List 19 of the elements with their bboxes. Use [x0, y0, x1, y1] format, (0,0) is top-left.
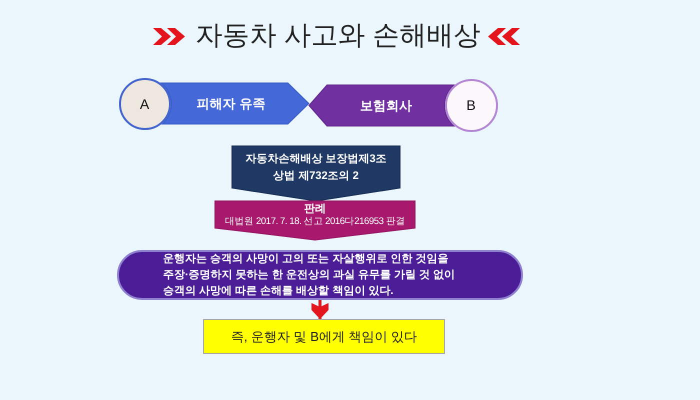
body-text: 대법원 2017. 7. 18. 선고 2016다216953 판결	[225, 216, 405, 228]
letter-label: B	[466, 97, 476, 113]
pointed-banner	[215, 201, 415, 240]
arrow-banner	[161, 83, 309, 124]
circle-node	[119, 78, 171, 130]
circle-node	[445, 79, 498, 132]
heading-text: 판례	[304, 202, 326, 216]
label-text: 즉, 운행자 및 B에게 책임이 있다	[230, 328, 418, 344]
rounded-panel	[117, 250, 523, 300]
label-text: 상법 제732조의 2	[273, 169, 359, 184]
letter-label: A	[140, 96, 150, 112]
pointed-banner	[232, 146, 400, 201]
arrow-banner	[309, 85, 454, 126]
statement-text: 운행자는 승객의 사망이 고의 또는 자살행위로 인한 것임을 주장·증명하지 못하는 한 운전상의 과실 유무를 가릴 것 없이 승객의 사망에 따른 손해를 배상할 책임이 있다.	[163, 252, 456, 299]
label-text: 보험회사	[360, 98, 412, 114]
title: 자동차 사고와 손해배상	[196, 20, 480, 50]
label-text: 자동차손해배상 보장법제3조	[245, 152, 387, 167]
highlight-box	[203, 319, 445, 354]
label-text: 피해자 유족	[196, 96, 266, 112]
